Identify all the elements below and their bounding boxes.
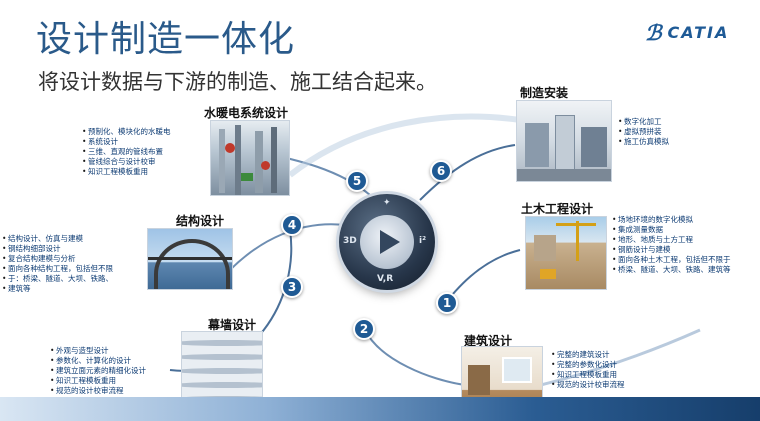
compass-top-label: ✦ bbox=[383, 198, 391, 208]
compass-left-label: 3D bbox=[343, 236, 357, 246]
civil-bullets: 场地环境的数字化模拟 集成测量数据 地形、地质与土方工程 钢筋设计与建模 面向各… bbox=[612, 215, 731, 275]
step-badge-3[interactable]: 3 bbox=[281, 276, 303, 298]
list-item: 地形、地质与土方工程 bbox=[612, 235, 731, 245]
hvac-bullets: 预制化、模块化的水暖电 系统设计 三维、直观的管线布置 管线综合与设计校审 知识… bbox=[82, 127, 171, 177]
list-item: 完整的参数化设计 bbox=[551, 360, 625, 370]
list-item: 预制化、模块化的水暖电 bbox=[82, 127, 171, 137]
list-item: 三维、直观的管线布置 bbox=[82, 147, 171, 157]
catia-logo: ℬ CATIA bbox=[645, 20, 729, 45]
list-item: 系统设计 bbox=[82, 137, 171, 147]
page-title: 设计制造一体化 bbox=[36, 19, 296, 60]
curtain-bullets: 外观与造型设计 参数化、计算化的设计 建筑立面元素的精细化设计 知识工程模板重用… bbox=[50, 346, 146, 396]
manufacturing-photo bbox=[516, 100, 612, 182]
list-item: 完整的建筑设计 bbox=[551, 350, 625, 360]
architecture-bullets: 完整的建筑设计 完整的参数化设计 知识工程模板重用 规范的设计校审流程 bbox=[551, 350, 625, 390]
page-subtitle: 将设计数据与下游的制造、施工结合起来。 bbox=[38, 70, 437, 94]
list-item: 钢筋设计与建模 bbox=[612, 245, 731, 255]
step-badge-6[interactable]: 6 bbox=[430, 160, 452, 182]
hvac-heading: 水暖电系统设计 bbox=[204, 106, 289, 120]
step-badge-1[interactable]: 1 bbox=[436, 292, 458, 314]
curtain-heading: 幕墙设计 bbox=[208, 318, 257, 332]
construction-site-photo bbox=[525, 216, 607, 290]
list-item: 面向各种结构工程，包括但不限 bbox=[2, 264, 113, 274]
list-item: 虚拟预拼装 bbox=[618, 127, 669, 137]
3dexperience-compass[interactable]: ✦ 3D i² V,R bbox=[339, 194, 435, 290]
list-item: 施工仿真模拟 bbox=[618, 137, 669, 147]
list-item: 知识工程模板重用 bbox=[50, 376, 146, 386]
list-item: 数字化加工 bbox=[618, 117, 669, 127]
list-item: 面向各种土木工程，包括但不限于 bbox=[612, 255, 731, 265]
list-item: 结构设计、仿真与建模 bbox=[2, 234, 113, 244]
list-item: 知识工程模板重用 bbox=[551, 370, 625, 380]
list-item: 桥梁、隧道、大坝、铁路、建筑等 bbox=[612, 265, 731, 275]
step-badge-4[interactable]: 4 bbox=[281, 214, 303, 236]
list-item: 知识工程模板重用 bbox=[82, 167, 171, 177]
list-item: 规范的设计校审流程 bbox=[551, 380, 625, 390]
manufacturing-bullets: 数字化加工 虚拟预拼装 施工仿真模拟 bbox=[618, 117, 669, 147]
play-icon[interactable] bbox=[360, 215, 414, 269]
step-badge-2[interactable]: 2 bbox=[353, 318, 375, 340]
list-item: 外观与造型设计 bbox=[50, 346, 146, 356]
compass-right-label: i² bbox=[419, 236, 427, 246]
list-item: 集成测量数据 bbox=[612, 225, 731, 235]
list-item: 管线综合与设计校审 bbox=[82, 157, 171, 167]
bottom-band bbox=[0, 397, 760, 421]
bridge-photo bbox=[147, 228, 233, 290]
architecture-heading: 建筑设计 bbox=[464, 334, 513, 348]
list-item: 钢结构细部设计 bbox=[2, 244, 113, 254]
manufacturing-heading: 制造安装 bbox=[520, 86, 569, 100]
list-item: 场地环境的数字化模拟 bbox=[612, 215, 731, 225]
compass-bottom-label: V,R bbox=[377, 274, 394, 284]
structure-bullets: 结构设计、仿真与建模 钢结构细部设计 复合结构建模与分析 面向各种结构工程，包括… bbox=[2, 234, 113, 294]
logo-text: CATIA bbox=[667, 23, 730, 42]
curtain-wall-photo bbox=[181, 331, 263, 405]
list-item: 建筑立面元素的精细化设计 bbox=[50, 366, 146, 376]
list-item: 建筑等 bbox=[2, 284, 113, 294]
list-item: 于：桥梁、隧道、大坝、铁路、 bbox=[2, 274, 113, 284]
list-item: 参数化、计算化的设计 bbox=[50, 356, 146, 366]
list-item: 规范的设计校审流程 bbox=[50, 386, 146, 396]
list-item: 复合结构建模与分析 bbox=[2, 254, 113, 264]
step-badge-5[interactable]: 5 bbox=[346, 170, 368, 192]
hvac-photo bbox=[210, 120, 290, 196]
ds-logo-icon: ℬ bbox=[645, 20, 662, 45]
structure-heading: 结构设计 bbox=[176, 214, 225, 228]
civil-heading: 土木工程设计 bbox=[521, 202, 594, 216]
